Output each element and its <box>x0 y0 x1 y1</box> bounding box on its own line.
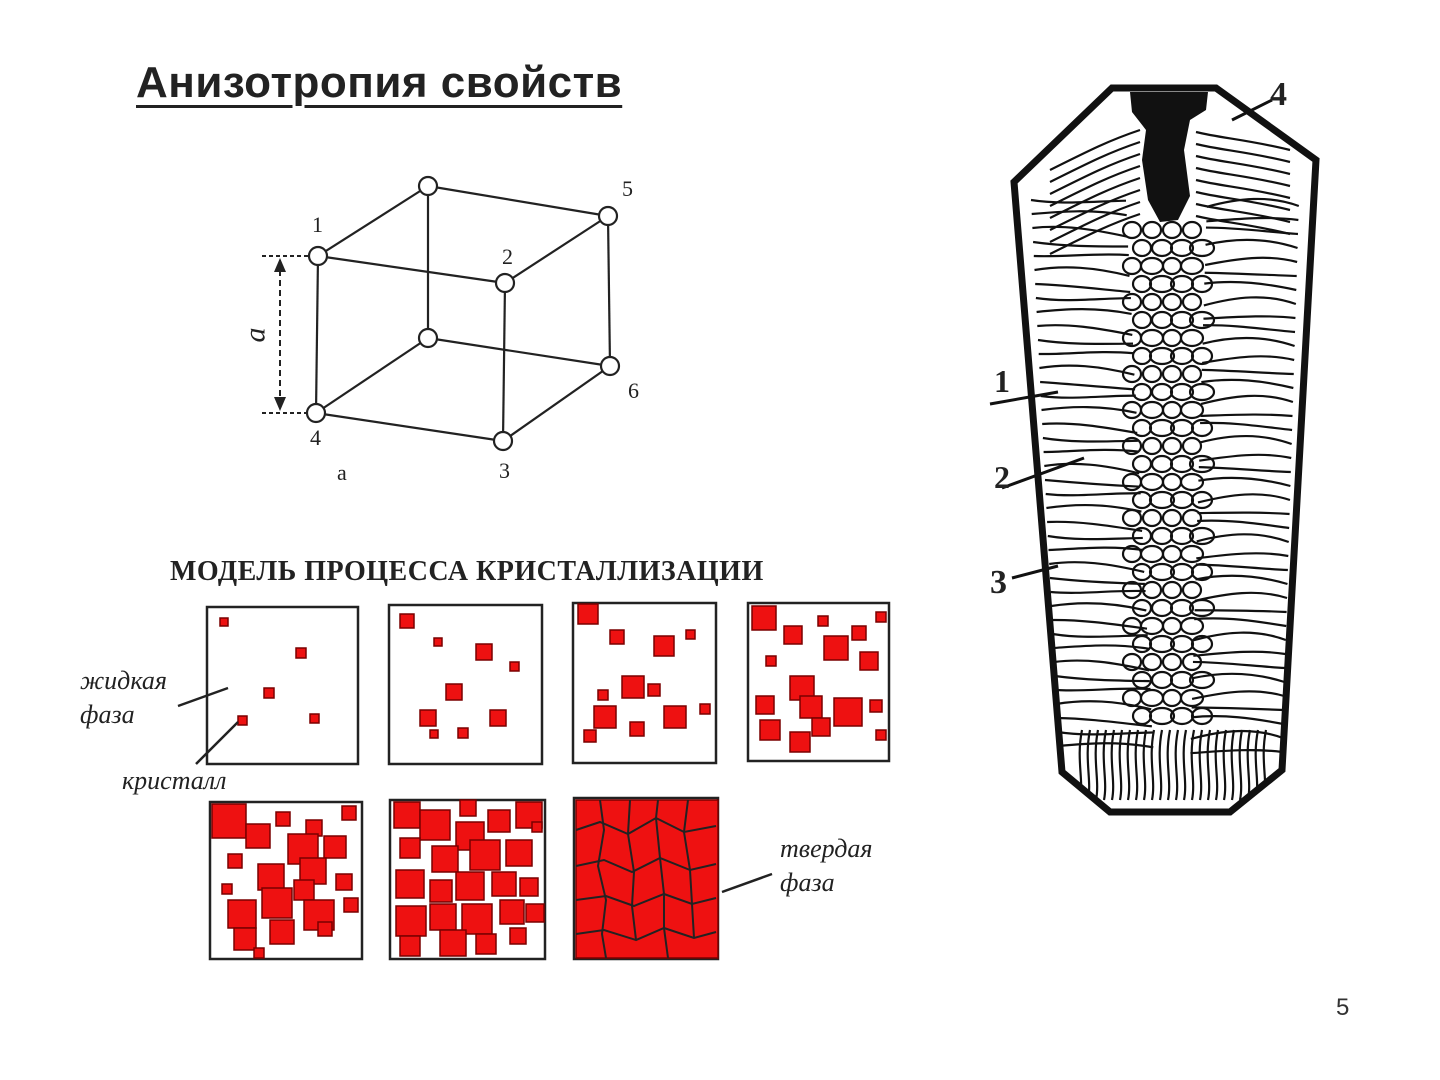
zone-label-2: 2 <box>994 460 1010 494</box>
page-number: 5 <box>1336 994 1349 1022</box>
zone-label-1: 1 <box>994 364 1010 398</box>
zone-label-3: 3 <box>990 566 1007 600</box>
columnar-dendrite <box>1201 415 1293 416</box>
columnar-dendrite <box>1198 513 1290 514</box>
zone-label-4: 4 <box>1270 78 1287 112</box>
